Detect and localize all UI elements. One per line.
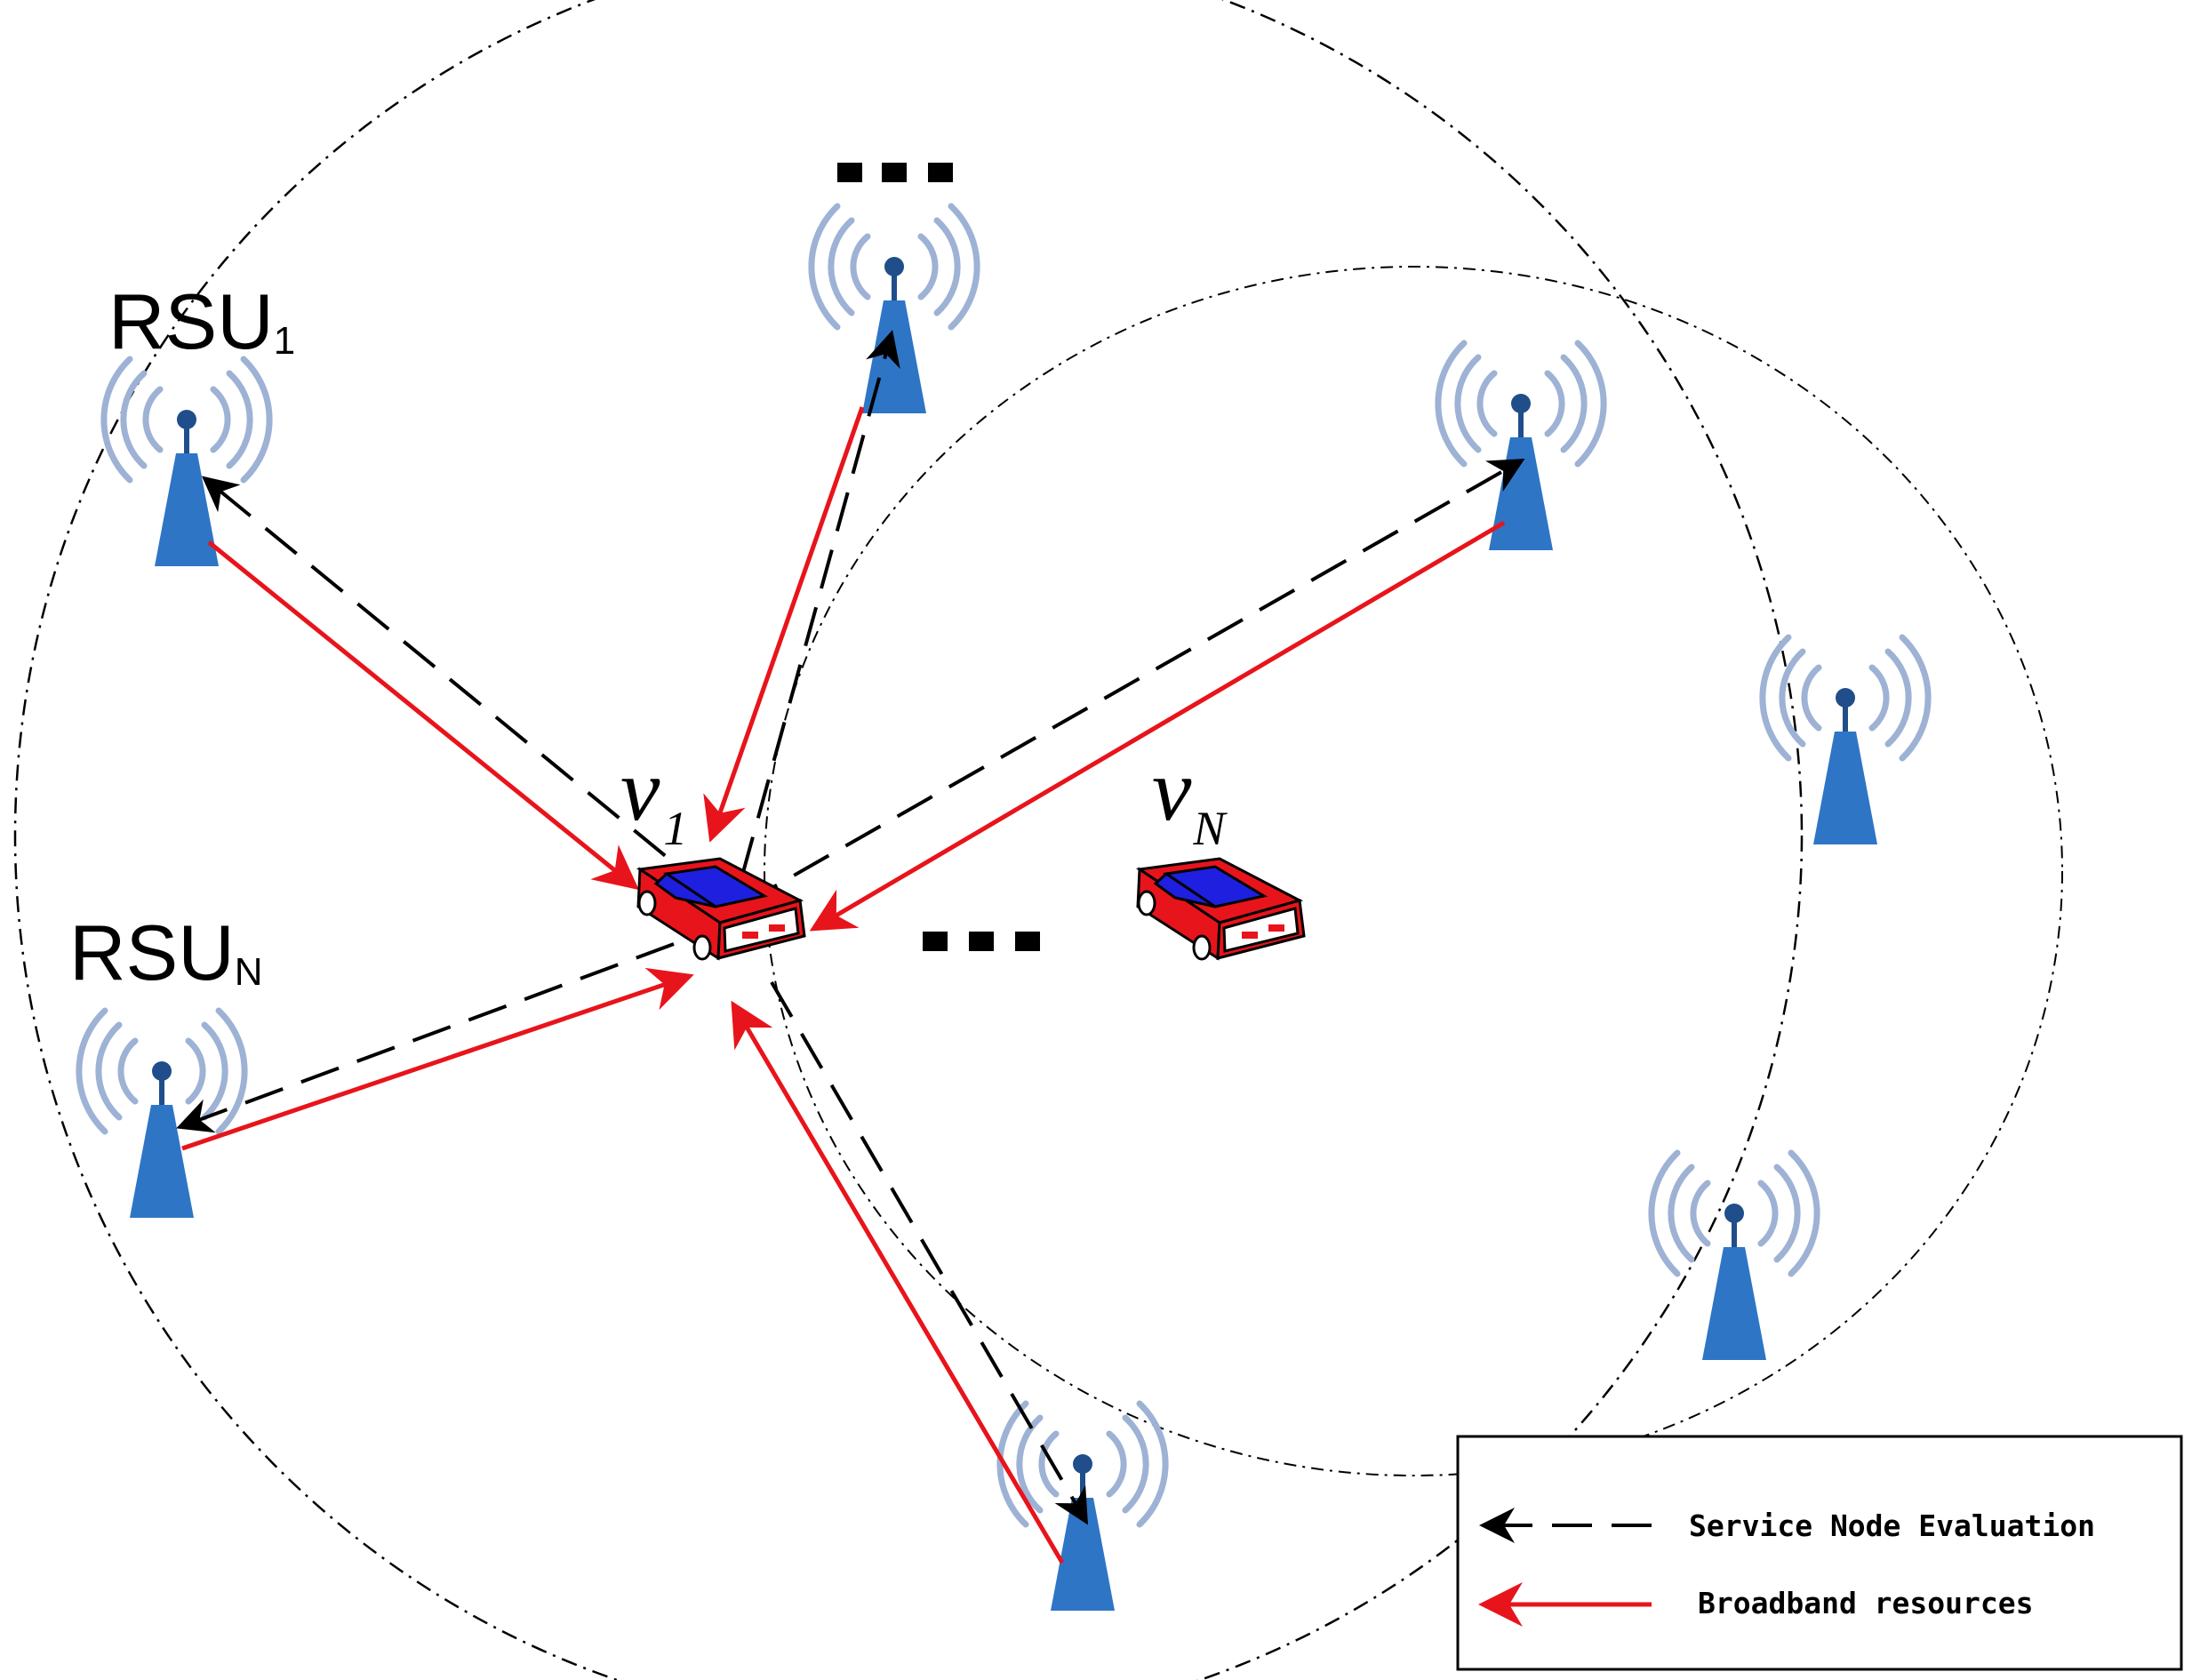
rsu-right-tower-icon <box>1438 343 1604 550</box>
service-node-evaluation-links <box>176 330 1525 1525</box>
legend: Service Node Evaluation Broadband resour… <box>1456 1435 2183 1671</box>
legend-box <box>1456 1435 2183 1671</box>
legend-broadband-label: Broadband resources <box>1698 1586 2034 1620</box>
rsu-bottom-tower-icon <box>1000 1404 1165 1611</box>
rsu-1-tower-icon <box>104 359 269 566</box>
vehicle-vn-car-icon <box>1136 857 1306 961</box>
vehicle-v1-label: v1 <box>620 740 687 855</box>
rsu-1-label: RSU1 <box>108 277 295 365</box>
ellipsis-middle <box>923 932 1040 951</box>
rsu-far-right-tower-icon <box>1763 637 1928 844</box>
vehicle-vn-label: vN <box>1152 740 1228 855</box>
coverage-circle-large <box>14 0 1803 1680</box>
coverage-ellipse-right <box>764 266 2063 1476</box>
broadband-resource-links <box>181 406 1506 1564</box>
rsu-n-label: RSUN <box>69 908 263 996</box>
rsu-n-tower-icon <box>79 1011 244 1218</box>
rsu-lower-right-tower-icon <box>1652 1153 1817 1360</box>
ellipsis-top <box>837 163 953 182</box>
vehicle-v1-car-icon <box>636 857 806 961</box>
rsu-top-tower-icon <box>812 206 977 413</box>
legend-service-node-label: Service Node Evaluation <box>1689 1508 2095 1543</box>
